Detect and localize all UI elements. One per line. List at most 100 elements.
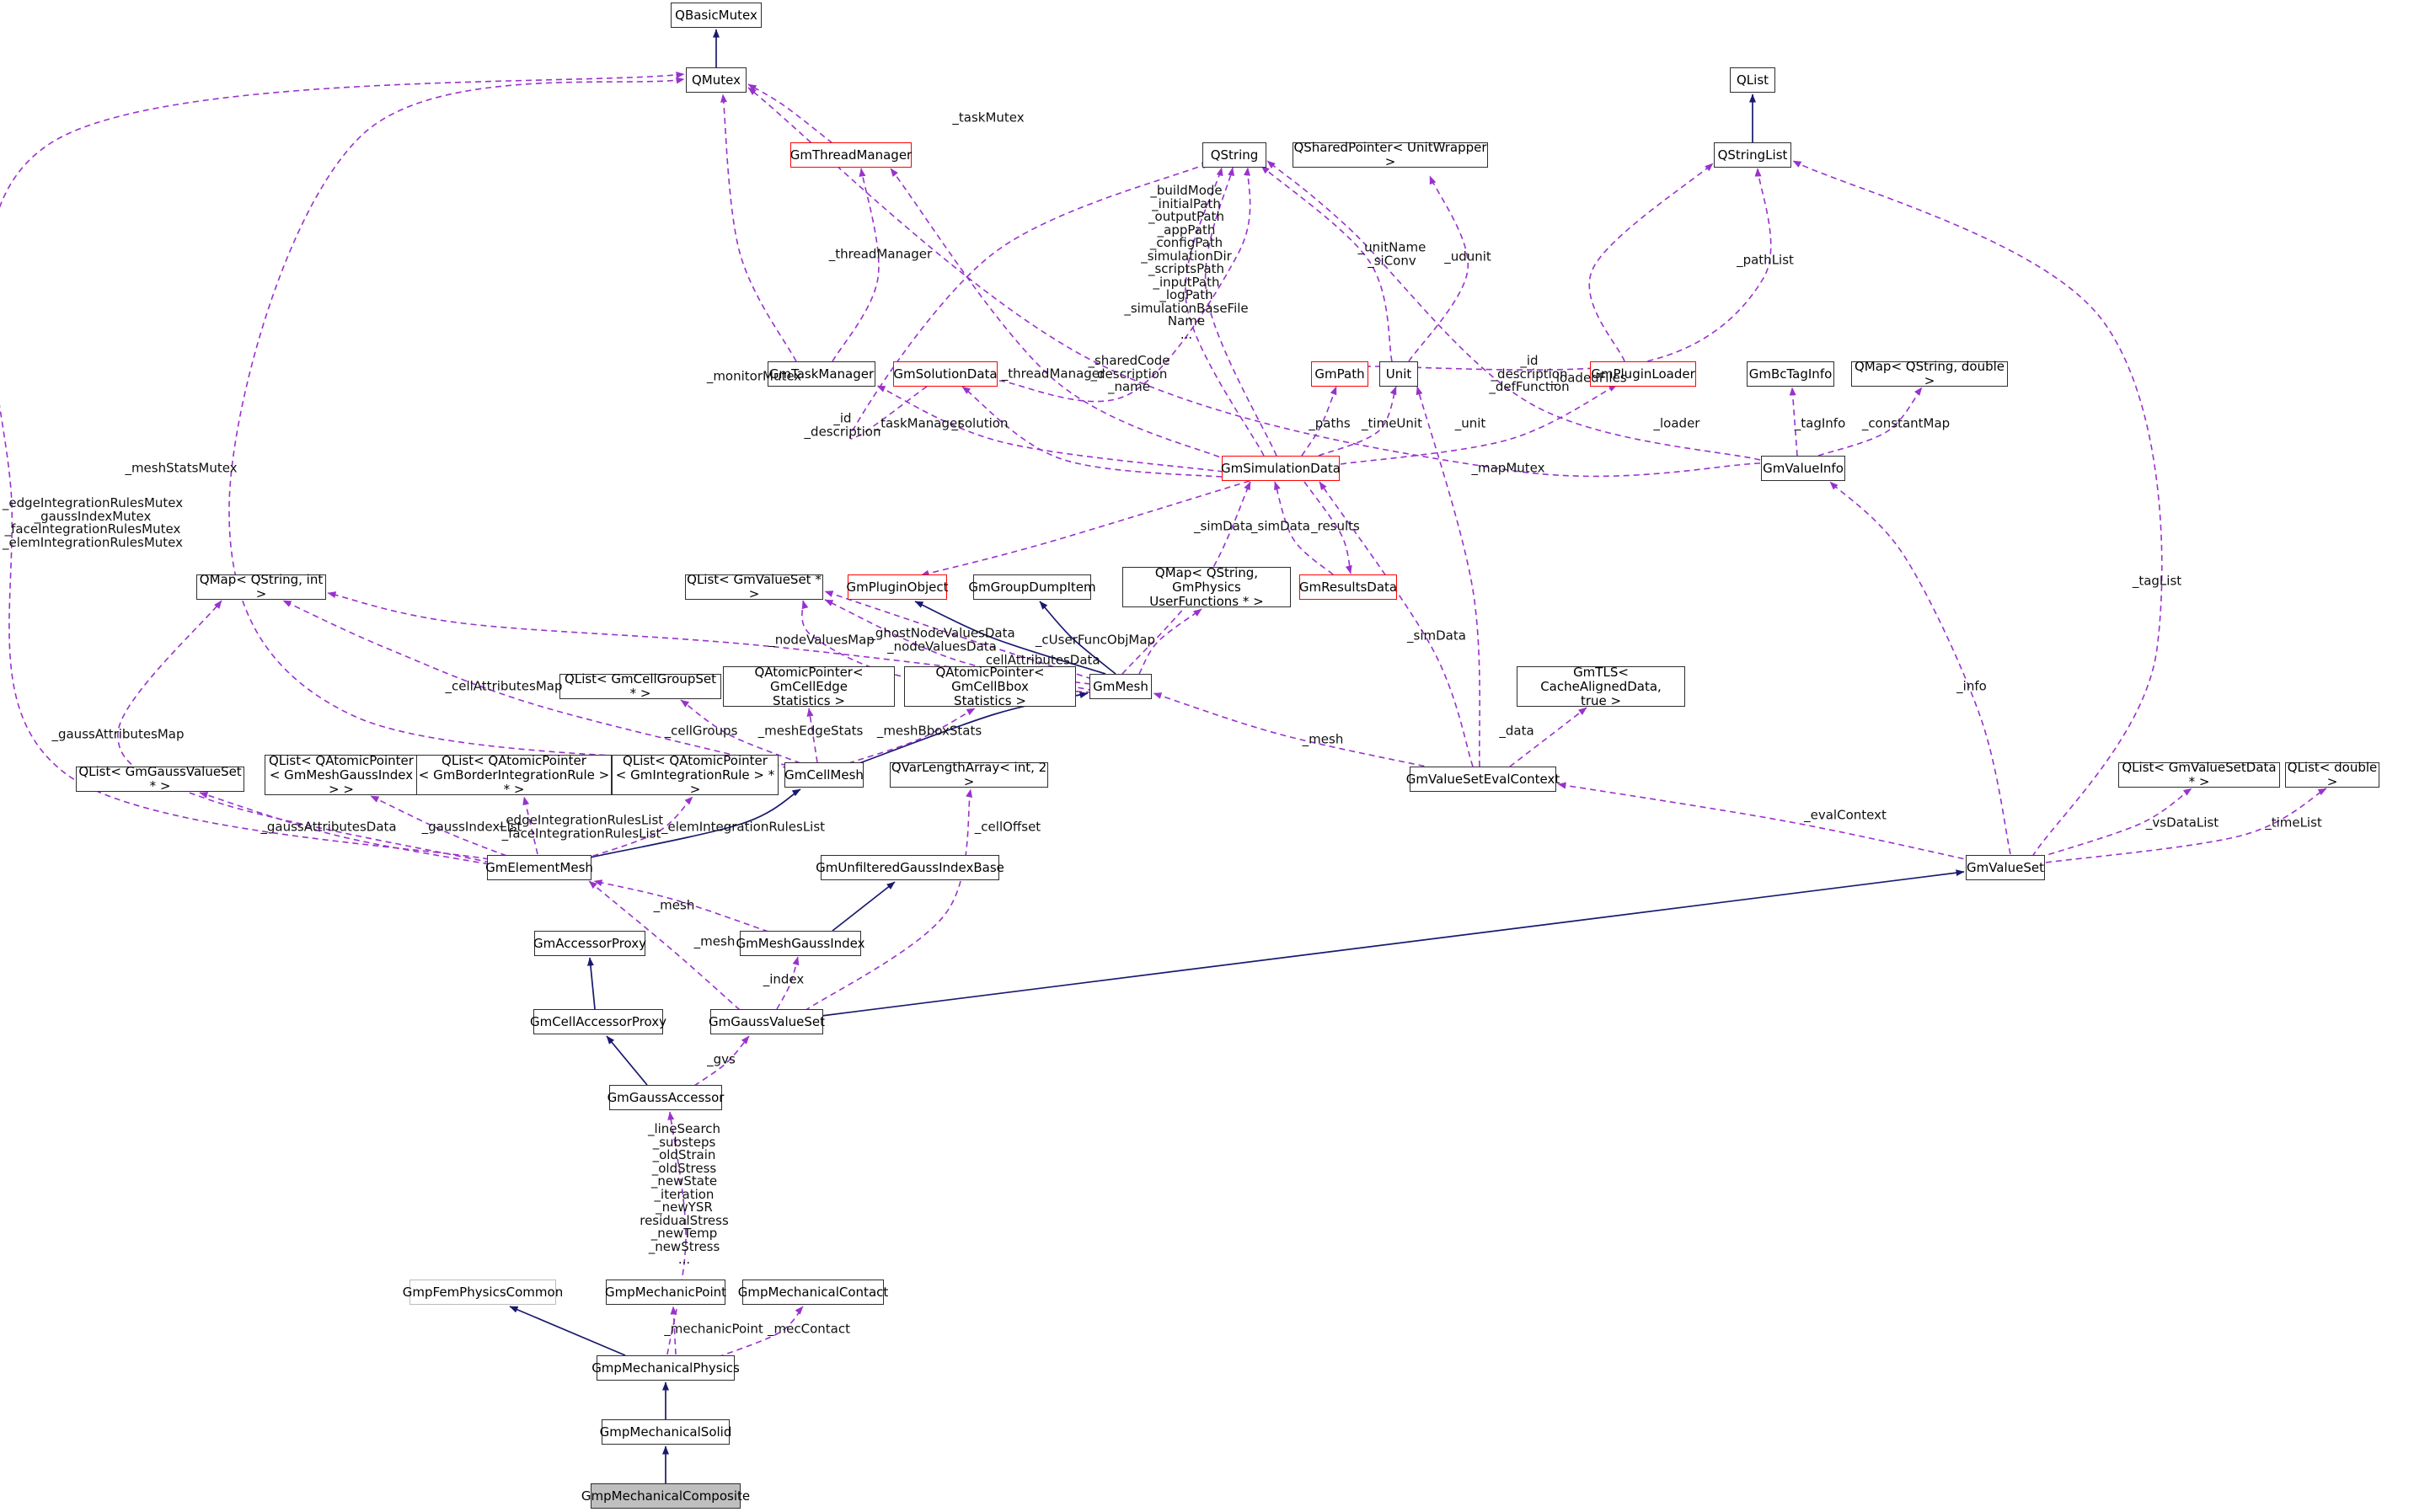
class-node-qsharedpointer-unitwrapper[interactable]: QSharedPointer< UnitWrapper > xyxy=(1293,140,1488,169)
usage-edge-23 xyxy=(1185,167,1265,457)
class-node-qlist-qatomicpointer-gmborderintegrationrule[interactable]: QList< QAtomicPointer < GmBorderIntegrat… xyxy=(416,753,612,796)
inheritance-edge-5 xyxy=(589,788,801,858)
edge-label-meshstatsmutex: _meshStatsMutex xyxy=(125,460,238,476)
class-node-gmgroupdumpitem[interactable]: GmGroupDumpItem xyxy=(968,574,1096,600)
class-node-gmaccessorproxy[interactable]: GmAccessorProxy xyxy=(533,931,646,956)
class-node-gmelementmesh[interactable]: GmElementMesh xyxy=(485,855,593,880)
usage-edge-28 xyxy=(1301,386,1337,457)
class-node-qlist-gmvalueset[interactable]: QList< GmValueSet * > xyxy=(685,573,823,601)
class-node-gmresultsdata[interactable]: GmResultsData xyxy=(1299,574,1397,600)
edge-label-solution: _solution xyxy=(951,415,1009,431)
class-node-gmpath[interactable]: GmPath xyxy=(1311,361,1368,387)
inheritance-edge-2 xyxy=(914,601,1106,675)
edge-label-threadmanager: _threadManager xyxy=(828,246,933,262)
class-node-gmgaussvalueset[interactable]: GmGaussValueSet xyxy=(709,1009,825,1034)
class-node-qlist-gmcellgroupset[interactable]: QList< GmCellGroupSet * > xyxy=(559,672,721,701)
class-node-gmcellaccessorproxy[interactable]: GmCellAccessorProxy xyxy=(530,1009,666,1034)
class-node-qlist-qatomicpointer-gmintegrationrule[interactable]: QList< QAtomicPointer < GmIntegrationRul… xyxy=(612,753,779,796)
edge-label-ghostnodevaluesdata: _ghostNodeValuesData _nodeValuesData xyxy=(869,625,1015,654)
usage-edge-48 xyxy=(806,708,818,763)
edge-label-taskmutex: _taskMutex xyxy=(952,110,1025,126)
edge-label-meshbboxstats: _meshBboxStats xyxy=(876,723,982,739)
class-node-gmunfilteredgaussindexbase[interactable]: GmUnfilteredGaussIndexBase xyxy=(816,855,1004,880)
usage-edge-66 xyxy=(776,956,800,1010)
edge-label-threadmanager: _threadManager xyxy=(1001,366,1105,382)
class-node-qlist-double[interactable]: QList< double > xyxy=(2285,761,2379,789)
class-node-qlist-gmgaussvalueset[interactable]: QList< GmGaussValueSet * > xyxy=(76,765,244,793)
class-node-qlist-gmvaluesetdata[interactable]: QList< GmValueSetData * > xyxy=(2118,761,2280,789)
usage-edge-64 xyxy=(593,879,769,932)
edge-label-loader: _loader xyxy=(1653,415,1700,431)
class-node-gmbctaginfo[interactable]: GmBcTagInfo xyxy=(1747,361,1834,387)
edge-label-elemintegrationruleslist: _elemIntegrationRulesList xyxy=(661,819,826,835)
class-node-qmap-qstring-int[interactable]: QMap< QString, int > xyxy=(196,573,326,601)
class-node-gmvaluesetevalcontext[interactable]: GmValueSetEvalContext xyxy=(1406,767,1560,792)
usage-edge-19 xyxy=(832,168,880,362)
edge-label-timeunit: _timeUnit xyxy=(1362,415,1422,431)
usage-edge-30 xyxy=(1416,386,1480,767)
class-node-gmsolutiondata[interactable]: GmSolutionData xyxy=(893,361,998,387)
usage-edge-61 xyxy=(1829,481,2011,855)
class-node-gmpmechanicalsolid[interactable]: GmpMechanicalSolid xyxy=(600,1419,731,1445)
class-node-gmcellmesh[interactable]: GmCellMesh xyxy=(784,762,864,788)
inheritance-edge-7 xyxy=(586,957,596,1010)
edge-label-edgeintegrationruleslist: _edgeIntegrationRulesList _faceIntegrati… xyxy=(499,812,664,841)
edge-label-celloffset: _cellOffset xyxy=(974,819,1041,835)
inheritance-edge-8 xyxy=(606,1035,648,1086)
class-node-gmmeshgaussindex[interactable]: GmMeshGaussIndex xyxy=(736,931,865,956)
class-node-gmvalueinfo[interactable]: GmValueInfo xyxy=(1761,456,1845,481)
edge-label-info: _info xyxy=(1956,678,1987,694)
edge-label-unitname: _unitName _siConv xyxy=(1357,239,1426,268)
edge-label-timelist: _timeList xyxy=(2265,815,2322,831)
class-node-qmutex[interactable]: QMutex xyxy=(686,67,747,93)
edge-label-pathlist: _pathList xyxy=(1737,252,1794,268)
usage-edge-25 xyxy=(998,167,1251,403)
usage-edge-15 xyxy=(228,77,788,766)
usage-edge-34 xyxy=(1789,387,1798,457)
edge-label-vsdatalist: _vsDataList xyxy=(2145,815,2219,831)
class-node-qmap-qstring-gmphysicsuserfunctions[interactable]: QMap< QString, GmPhysics UserFunctions *… xyxy=(1122,565,1291,608)
edge-label-mechanicpoint: _mechanicPoint xyxy=(664,1321,763,1337)
edge-label-evalcontext: _evalContext xyxy=(1804,807,1887,823)
class-node-gmgaussaccessor[interactable]: GmGaussAccessor xyxy=(608,1085,724,1110)
class-node-gmpmechanicpoint[interactable]: GmpMechanicPoint xyxy=(605,1280,726,1305)
usage-edge-69 xyxy=(670,1306,677,1355)
class-node-gmpmechanicalphysics[interactable]: GmpMechanicalPhysics xyxy=(591,1355,740,1381)
usage-edge-35 xyxy=(1817,387,1923,457)
class-node-unit[interactable]: Unit xyxy=(1379,361,1418,387)
class-node-qvarlengtharray-int-2[interactable]: QVarLengthArray< int, 2 > xyxy=(890,760,1048,789)
class-node-gmtls-cachealigneddata[interactable]: GmTLS< CacheAlignedData, true > xyxy=(1517,665,1685,708)
edge-label-taglist: _tagList xyxy=(2132,573,2182,589)
usage-edge-14 xyxy=(720,93,797,362)
class-node-qstringlist[interactable]: QStringList xyxy=(1714,142,1791,168)
edge-label-paths: _paths xyxy=(1309,415,1351,431)
class-node-qlist[interactable]: QList xyxy=(1730,67,1775,93)
class-node-gmsimulationdata[interactable]: GmSimulationData xyxy=(1221,456,1341,481)
class-node-gmpfemphysicscommon[interactable]: GmpFemPhysicsCommon xyxy=(403,1280,563,1305)
class-node-qmap-qstring-double[interactable]: QMap< QString, double > xyxy=(1851,360,2008,388)
class-node-gmpmechanicalcontact[interactable]: GmpMechanicalContact xyxy=(738,1280,888,1305)
class-node-qatomicpointer-gmcelledgestatistics[interactable]: QAtomicPointer< GmCellEdge Statistics > xyxy=(723,665,895,708)
class-node-qbasicmutex[interactable]: QBasicMutex xyxy=(671,3,762,28)
usage-edge-70 xyxy=(717,1306,804,1358)
class-node-gmvalueset[interactable]: GmValueSet xyxy=(1966,855,2045,880)
class-node-gmpluginobject[interactable]: GmPluginObject xyxy=(847,574,949,600)
usage-edge-22 xyxy=(961,386,1233,478)
class-node-gmthreadmanager[interactable]: GmThreadManager xyxy=(790,142,912,168)
usage-edge-27 xyxy=(1408,175,1469,362)
edge-label-linesearch: _lineSearch _substeps _oldStrain _oldStr… xyxy=(640,1120,729,1267)
edge-label-constantmap: _constantMap xyxy=(1861,415,1951,431)
class-node-qlist-qatomicpointer-gmmeshgaussindex[interactable]: QList< QAtomicPointer < GmMeshGaussIndex… xyxy=(265,753,418,796)
usage-edge-26 xyxy=(1260,165,1393,362)
class-node-gmpluginloader[interactable]: GmPluginLoader xyxy=(1590,361,1696,387)
class-node-qstring[interactable]: QString xyxy=(1202,142,1266,168)
usage-edge-20 xyxy=(848,162,1211,440)
class-node-gmmesh[interactable]: GmMesh xyxy=(1089,674,1152,699)
class-node-gmtaskmanager[interactable]: GmTaskManager xyxy=(768,361,875,387)
inheritance-edge-9 xyxy=(821,869,1965,1017)
usage-edge-68 xyxy=(666,1111,687,1355)
class-node-qatomicpointer-gmcellbboxstatistics[interactable]: QAtomicPointer< GmCellBbox Statistics > xyxy=(904,665,1076,708)
class-node-gmpmechanicalcomposite[interactable]: GmpMechanicalComposite xyxy=(581,1483,750,1509)
inheritance-edge-10 xyxy=(509,1306,626,1356)
inheritance-edge-6 xyxy=(832,881,896,932)
